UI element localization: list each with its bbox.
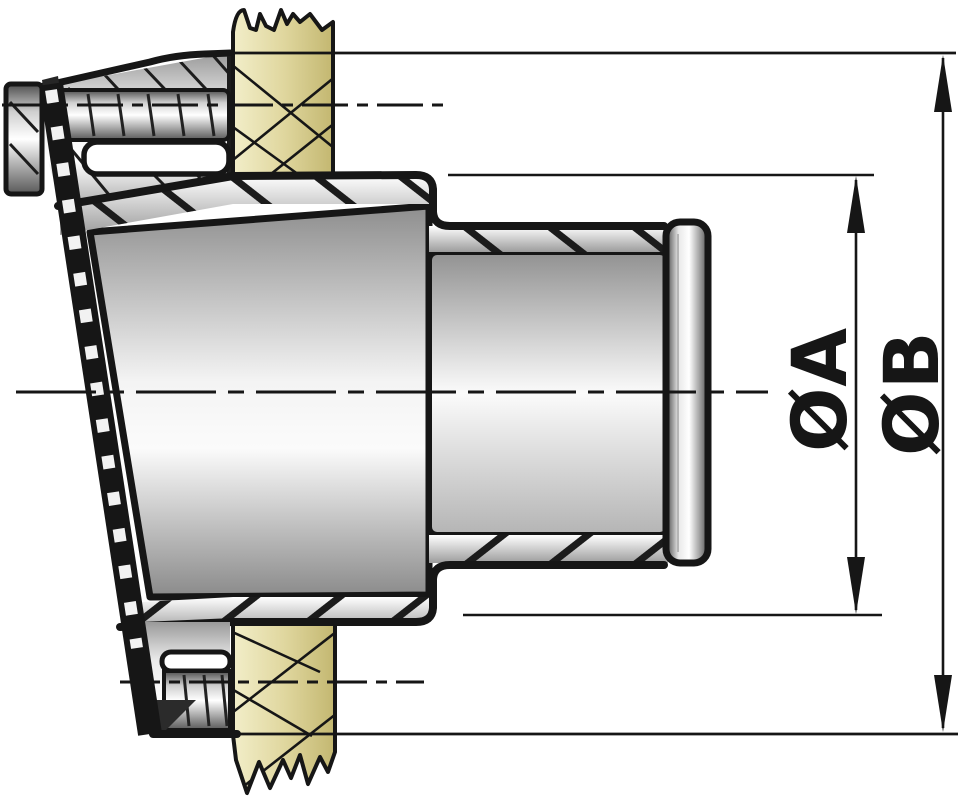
dim-a-arrow-down [847, 557, 865, 614]
dimension-a [448, 173, 882, 617]
screw-head-hatch-top [8, 100, 40, 176]
dimensions: ØA ØB [233, 51, 958, 736]
screw-head-top [3, 81, 45, 197]
screw-shank-top [54, 88, 231, 142]
dim-b-label: ØB [867, 329, 956, 456]
neck-step-edge-bottom [116, 561, 668, 631]
dim-b-arrow-up [934, 55, 952, 112]
flange-skirt [39, 82, 162, 736]
spigot-band-lower [429, 535, 668, 563]
dim-b-arrow-down [934, 675, 952, 732]
flange-top-edge [22, 49, 235, 94]
clamp-slot-top [81, 139, 232, 177]
centerlines [2, 103, 768, 684]
transom-panel-lower [231, 616, 337, 795]
clamp-bracket-bottom [123, 620, 241, 738]
dimension-b [233, 51, 958, 736]
neck-step-edge-top [54, 170, 668, 230]
transom-panel-upper [231, 8, 335, 184]
fitting-bore [86, 202, 433, 601]
spigot-band-upper [429, 226, 668, 252]
through-hull-fitting [3, 49, 712, 738]
screw-head-bottom [152, 700, 196, 733]
dim-a-arrow-up [847, 176, 865, 233]
dim-a-label: ØA [775, 326, 864, 452]
wood-section-lower [231, 616, 337, 795]
screw-thread-ridges-top [86, 93, 216, 137]
wood-section-upper [231, 8, 335, 184]
clamp-slot-bottom [159, 649, 233, 674]
